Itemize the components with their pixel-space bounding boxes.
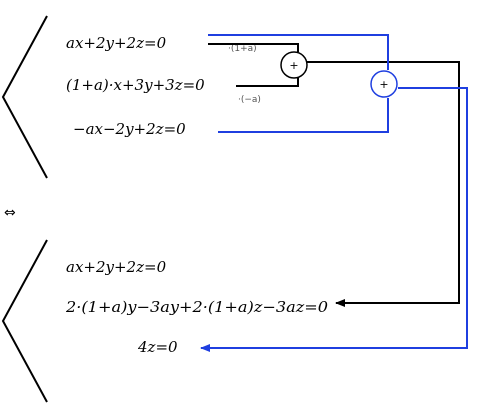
- top-equation-3: −ax−2y+2z=0: [73, 120, 186, 138]
- bottom-equation-3: 4z=0: [137, 338, 178, 356]
- multiplier-eq1: ·(1+a): [228, 44, 257, 54]
- eq1-to-adder-line: [208, 43, 299, 52]
- black-result-arrow: [307, 61, 460, 307]
- eq1-to-adder-blue-line: [208, 34, 389, 70]
- bottom-equation-1: ax+2y+2z=0: [66, 258, 167, 276]
- bottom-system-bracket: [1, 239, 48, 403]
- top-system-bracket: [1, 15, 48, 179]
- multiplier-eq2: ·(−a): [238, 95, 261, 105]
- adder-circle-1: [280, 51, 308, 79]
- eq2-to-adder-line: [236, 78, 299, 87]
- adder-plus-2: +: [379, 78, 388, 91]
- adder-circle-2: [370, 70, 398, 98]
- equivalence-sign: ⇔: [4, 205, 16, 221]
- adder-plus-1: +: [289, 59, 298, 72]
- bottom-equation-2: 2·(1+a)y−3ay+2·(1+a)z−3az=0: [65, 298, 329, 316]
- eq3-to-adder-blue-line: [218, 98, 389, 133]
- top-equation-2: (1+a)·x+3y+3z=0: [66, 76, 205, 94]
- top-equation-1: ax+2y+2z=0: [66, 34, 167, 52]
- blue-result-arrow: [200, 87, 468, 352]
